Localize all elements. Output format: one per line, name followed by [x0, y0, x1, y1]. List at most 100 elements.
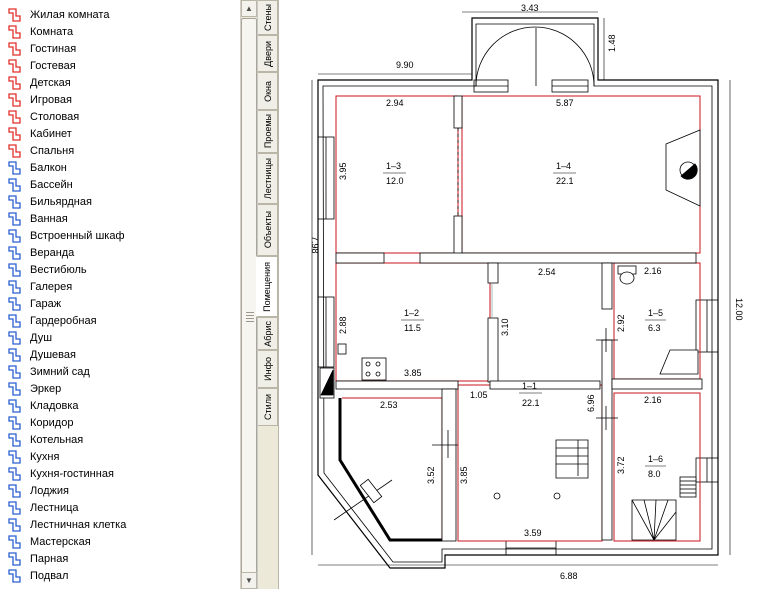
room-type-label: Душевая — [30, 348, 76, 361]
room-type-item[interactable]: Гостиная — [0, 40, 240, 57]
room-type-label: Вестибюль — [30, 263, 87, 276]
dim-r11-bottom: 3.59 — [524, 528, 542, 538]
room-type-item[interactable]: Гараж — [0, 295, 240, 312]
room-type-label: Парная — [30, 552, 69, 565]
room-type-icon — [8, 245, 21, 260]
room-type-item[interactable]: Кухня — [0, 448, 240, 465]
room-type-item[interactable]: Комната — [0, 23, 240, 40]
scroll-up-button[interactable]: ▲ — [241, 0, 257, 17]
tab-label: Объекты — [262, 211, 273, 249]
room-type-icon — [8, 92, 21, 107]
room-id-1-2: 1–2 — [404, 308, 419, 318]
room-type-item[interactable]: Котельная — [0, 431, 240, 448]
tab-label: Лестницы — [262, 157, 273, 200]
room-type-item[interactable]: Коридор — [0, 414, 240, 431]
room-type-icon — [8, 313, 21, 328]
tab-6[interactable]: Объекты — [258, 204, 278, 256]
room-type-item[interactable]: Зимний сад — [0, 363, 240, 380]
tab-8[interactable]: Абрис — [258, 317, 278, 350]
room-type-item[interactable]: Лестница — [0, 499, 240, 516]
room-type-label: Детская — [30, 76, 71, 89]
room-type-icon — [8, 279, 21, 294]
room-type-label: Гараж — [30, 297, 62, 310]
tab-2[interactable]: Двери — [258, 35, 278, 72]
room-type-label: Ванная — [30, 212, 68, 225]
room-type-item[interactable]: Подвал — [0, 567, 240, 584]
tab-4[interactable]: Проемы — [258, 110, 278, 153]
room-type-item[interactable]: Гардеробная — [0, 312, 240, 329]
room-type-label: Коридор — [30, 416, 74, 429]
room-type-item[interactable]: Эркер — [0, 380, 240, 397]
room-type-label: Мастерская — [30, 535, 91, 548]
dim-top-left: 9.90 — [396, 60, 414, 70]
room-area-1-2: 11.5 — [404, 323, 421, 333]
dim-r16-width: 2.16 — [644, 395, 662, 405]
room-type-icon — [8, 24, 21, 39]
room-type-icon — [8, 568, 21, 583]
room-type-item[interactable]: Веранда — [0, 244, 240, 261]
room-type-item[interactable]: Детская — [0, 74, 240, 91]
room-type-item[interactable]: Лоджия — [0, 482, 240, 499]
tab-9[interactable]: Инфо — [258, 350, 278, 388]
tab-7[interactable]: Помещения — [256, 256, 278, 317]
list-scrollbar[interactable]: ▲ ▼ — [240, 0, 257, 589]
room-type-icon — [8, 398, 21, 413]
dim-r11-partition: 3.85 — [459, 466, 469, 484]
tab-1[interactable]: Стены — [258, 0, 278, 35]
room-type-label: Гардеробная — [30, 314, 97, 327]
room-type-icon — [8, 347, 21, 362]
room-type-item[interactable]: Встроенный шкаф — [0, 227, 240, 244]
room-type-item[interactable]: Бассейн — [0, 176, 240, 193]
room-type-item[interactable]: Спальня — [0, 142, 240, 159]
room-type-item[interactable]: Балкон — [0, 159, 240, 176]
room-type-item[interactable]: Душ — [0, 329, 240, 346]
tab-10[interactable]: Стили — [258, 388, 278, 426]
dim-bay-width: 3.43 — [521, 3, 539, 13]
scroll-thumb[interactable] — [241, 18, 257, 580]
room-type-icon — [8, 194, 21, 209]
room-type-item[interactable]: Душевая — [0, 346, 240, 363]
room-type-icon — [8, 381, 21, 396]
room-type-item[interactable]: Ванная — [0, 210, 240, 227]
dim-r11-height: 6.96 — [586, 394, 596, 412]
room-type-label: Галерея — [30, 280, 73, 293]
room-type-label: Веранда — [30, 246, 75, 259]
dim-r13-height: 3.95 — [338, 162, 348, 180]
dim-r13-width: 2.94 — [386, 98, 404, 108]
room-type-item[interactable]: Жилая комната — [0, 6, 240, 23]
room-type-icon — [8, 551, 21, 566]
room-type-item[interactable]: Мастерская — [0, 533, 240, 550]
room-type-item[interactable]: Вестибюль — [0, 261, 240, 278]
room-type-item[interactable]: Кладовка — [0, 397, 240, 414]
dim-r12-height: 2.88 — [338, 316, 348, 334]
room-type-item[interactable]: Игровая — [0, 91, 240, 108]
bay-window — [317, 26, 719, 556]
room-type-item[interactable]: Кабинет — [0, 125, 240, 142]
room-type-item[interactable]: Галерея — [0, 278, 240, 295]
tab-3[interactable]: Окна — [258, 72, 278, 110]
room-type-item[interactable]: Кухня-гостинная — [0, 465, 240, 482]
room-type-icon — [8, 177, 21, 192]
floor-plan-canvas[interactable]: 3.43 1.48 9.90 7.98 12.00 6.88 2.94 5.87… — [280, 0, 760, 589]
room-type-label: Подвал — [30, 569, 69, 582]
tab-5[interactable]: Лестницы — [258, 153, 278, 204]
floor-plan[interactable]: 3.43 1.48 9.90 7.98 12.00 6.88 2.94 5.87… — [280, 0, 760, 589]
room-type-label: Жилая комната — [30, 8, 110, 21]
dim-overall-height: 7.98 — [310, 236, 320, 254]
room-type-label: Лестничная клетка — [30, 518, 127, 531]
dim-r12-width: 3.85 — [404, 368, 422, 378]
arrow-down-icon: ▼ — [245, 576, 253, 585]
dim-right-height: 12.00 — [734, 298, 744, 321]
scroll-down-button[interactable]: ▼ — [241, 572, 257, 589]
room-type-item[interactable]: Лестничная клетка — [0, 516, 240, 533]
room-type-item[interactable]: Бильярдная — [0, 193, 240, 210]
grip-icon — [246, 312, 254, 322]
room-type-item[interactable]: Гостевая — [0, 57, 240, 74]
tab-label: Двери — [262, 40, 273, 67]
room-area-1-1: 22.1 — [522, 398, 540, 408]
room-type-item[interactable]: Парная — [0, 550, 240, 567]
room-type-icon — [8, 41, 21, 56]
bay-wall — [338, 398, 442, 542]
room-type-item[interactable]: Столовая — [0, 108, 240, 125]
room-type-icon — [8, 364, 21, 379]
